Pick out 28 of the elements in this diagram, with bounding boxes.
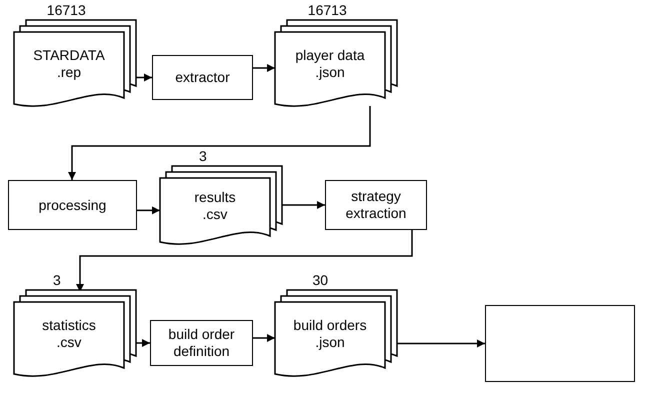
arrow bbox=[68, 106, 371, 180]
node-label: strategy extraction bbox=[344, 188, 408, 222]
arrow bbox=[253, 64, 275, 72]
node-label: build order definition bbox=[167, 326, 236, 360]
node-label: player data .json bbox=[294, 46, 366, 80]
node-label: extractor bbox=[175, 69, 230, 86]
arrow bbox=[397, 340, 485, 348]
process-box bbox=[152, 55, 253, 100]
node-label: STARDATA .rep bbox=[32, 46, 106, 80]
count-label: 3 bbox=[53, 272, 61, 289]
node-label: build orders .json bbox=[292, 316, 368, 350]
process-box bbox=[485, 305, 635, 382]
count-label: 16713 bbox=[46, 2, 86, 19]
arrow bbox=[282, 201, 325, 209]
arrow bbox=[136, 74, 152, 82]
count-label: 3 bbox=[199, 148, 207, 165]
process-box bbox=[150, 320, 253, 366]
arrow bbox=[137, 206, 160, 214]
arrow bbox=[253, 334, 275, 342]
process-box bbox=[8, 180, 137, 230]
process-box bbox=[325, 180, 427, 230]
arrow bbox=[136, 339, 150, 347]
count-label: 30 bbox=[312, 272, 328, 289]
node-label: results .csv bbox=[193, 188, 237, 222]
node-label: processing bbox=[38, 196, 106, 214]
count-label: 16713 bbox=[308, 2, 347, 19]
arrow bbox=[76, 230, 413, 292]
node-label: statistics .csv bbox=[41, 316, 97, 350]
